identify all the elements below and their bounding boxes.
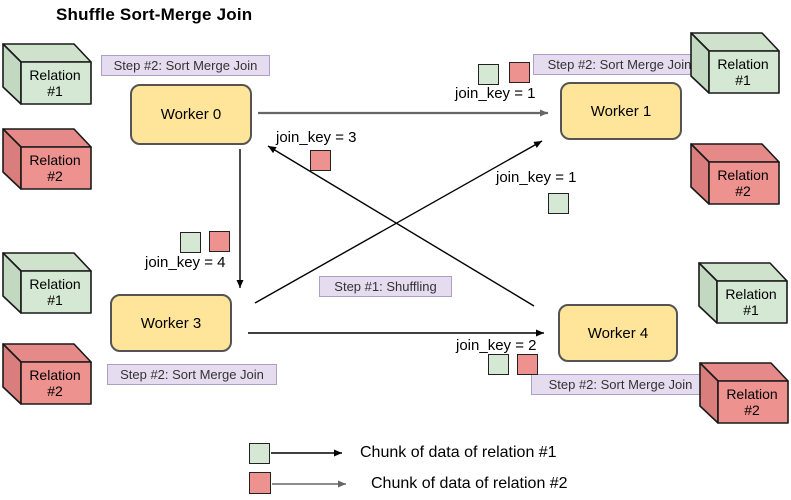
- relation2-box-left-top: Relation #2: [2, 128, 92, 190]
- step1-shuffling-label: Step #1: Shuffling: [319, 276, 452, 297]
- relation-label: Relation #2: [29, 366, 81, 399]
- relation-label: Relation #1: [725, 285, 777, 318]
- chunk-relation2-key3: [310, 150, 331, 171]
- join-key-label-worker0-to-worker1: join_key = 1: [455, 85, 536, 102]
- arrow-shuffle-to-worker1: [254, 140, 543, 304]
- chunk-relation2-top: [509, 62, 530, 83]
- chunk-relation1-key2: [488, 354, 509, 375]
- relation2-box-left-bottom: Relation #2: [2, 343, 92, 405]
- join-key-label-worker0-to-worker3: join_key = 4: [145, 254, 226, 271]
- relation-label: Relation #2: [29, 151, 81, 184]
- relation1-box-left-top: Relation #1: [2, 43, 92, 105]
- chunk-relation1-key4: [180, 232, 201, 253]
- relation-label: Relation #2: [717, 166, 769, 199]
- legend-swatch-relation2: [249, 472, 271, 494]
- worker-0-node: Worker 0: [130, 84, 252, 145]
- relation2-box-right-top: Relation #2: [690, 143, 780, 205]
- chunk-relation1-top: [478, 64, 499, 85]
- legend-label-relation1: Chunk of data of relation #1: [360, 444, 557, 461]
- relation1-box-right-bottom: Relation #1: [698, 262, 788, 324]
- relation-label: Relation #1: [717, 55, 769, 88]
- step2-label-worker3: Step #2: Sort Merge Join: [107, 364, 277, 385]
- worker-4-node: Worker 4: [558, 304, 678, 362]
- join-key-label-shuffle-to-worker1: join_key = 1: [496, 169, 577, 186]
- chunk-relation1-key1: [548, 193, 569, 214]
- worker-0-label: Worker 0: [160, 106, 222, 123]
- step2-label-worker1: Step #2: Sort Merge Join: [533, 54, 706, 75]
- legend-label-relation2: Chunk of data of relation #2: [371, 475, 568, 492]
- worker-4-label: Worker 4: [587, 324, 649, 342]
- chunk-relation2-key4: [209, 231, 230, 252]
- chunk-relation2-key2: [517, 354, 538, 375]
- relation-label: Relation #1: [29, 275, 81, 308]
- page-title: Shuffle Sort-Merge Join: [56, 5, 253, 24]
- join-key-label-shuffle-to-worker0: join_key = 3: [276, 129, 357, 146]
- join-key-label-worker3-to-worker4: join_key = 2: [456, 337, 537, 354]
- relation2-box-right-bottom: Relation #2: [699, 362, 789, 424]
- relation-label: Relation #1: [29, 66, 81, 99]
- relation1-box-right-top: Relation #1: [690, 32, 780, 94]
- worker-1-label: Worker 1: [590, 102, 652, 120]
- relation1-box-left-bottom: Relation #1: [2, 252, 92, 314]
- step2-label-worker4: Step #2: Sort Merge Join: [531, 374, 710, 395]
- relation-label: Relation #2: [726, 385, 778, 418]
- step2-label-worker0: Step #2: Sort Merge Join: [101, 55, 270, 76]
- arrow-shuffle-to-worker0: [267, 145, 535, 307]
- legend-swatch-relation1: [249, 443, 270, 464]
- worker-3-label: Worker 3: [140, 314, 202, 332]
- worker-1-node: Worker 1: [560, 82, 682, 140]
- worker-3-node: Worker 3: [110, 294, 232, 352]
